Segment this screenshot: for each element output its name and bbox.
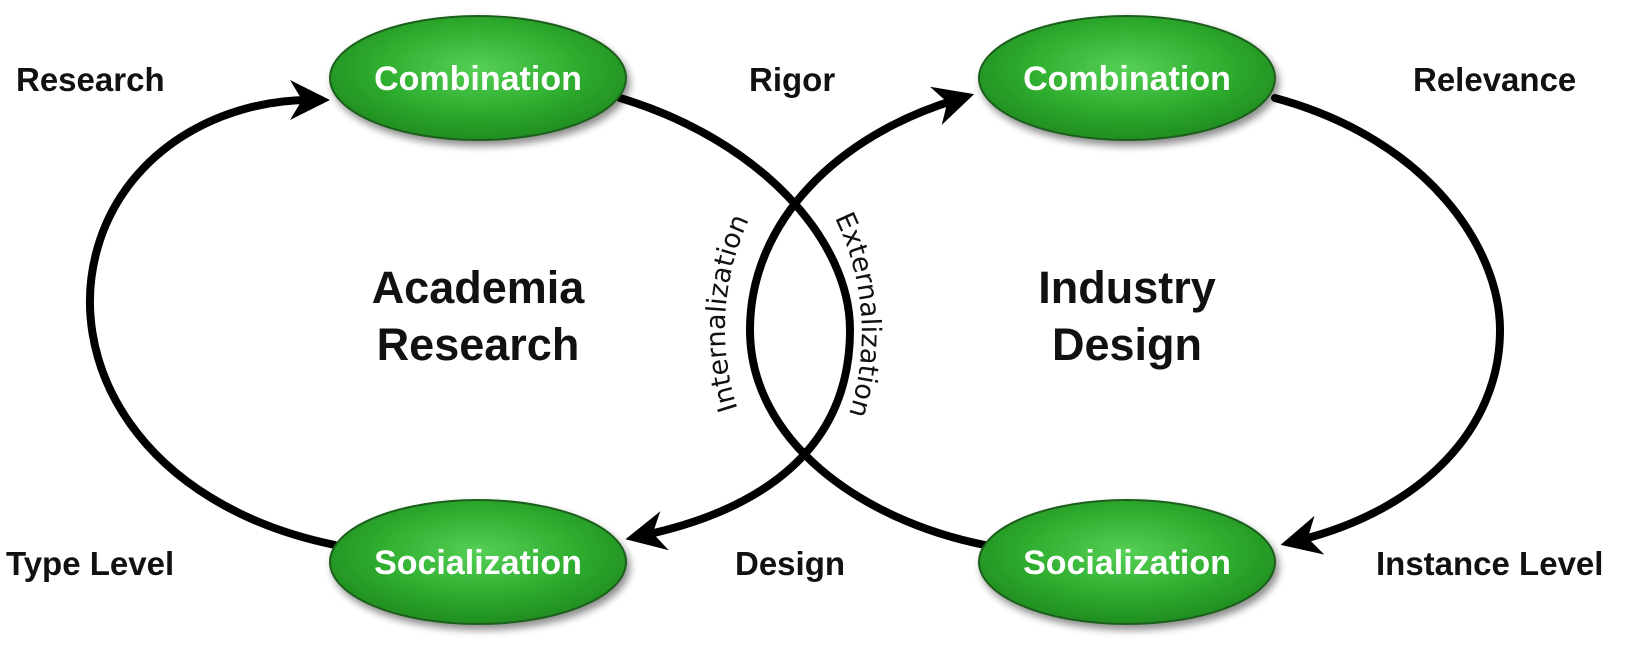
center-right-line2: Design <box>1052 319 1202 370</box>
left-loop-inner-arc <box>616 94 855 551</box>
label-relevance: Relevance <box>1413 61 1576 98</box>
right-loop-inner-arc <box>745 86 989 549</box>
externalization-text: Externalization <box>828 208 885 422</box>
label-instance-level: Instance Level <box>1376 545 1603 582</box>
label-type-level: Type Level <box>6 545 174 582</box>
center-right-line1: Industry <box>1038 262 1216 313</box>
node-left-combination-label: Combination <box>374 60 582 98</box>
node-right-socialization-label: Socialization <box>1023 544 1231 582</box>
label-rigor: Rigor <box>749 61 835 98</box>
label-research: Research <box>16 61 165 98</box>
right-loop-outer-arc <box>1271 94 1505 555</box>
node-left-socialization-label: Socialization <box>374 544 582 582</box>
center-left-line2: Research <box>377 319 580 370</box>
node-right-combination-label: Combination <box>1023 60 1231 98</box>
node-right-socialization: Socialization <box>978 499 1276 625</box>
arc-label-externalization: Externalization <box>828 208 885 422</box>
node-right-combination: Combination <box>978 15 1276 141</box>
node-left-combination: Combination <box>329 15 627 141</box>
center-left-line1: Academia <box>372 262 586 313</box>
label-design: Design <box>735 545 845 582</box>
node-left-socialization: Socialization <box>329 499 627 625</box>
left-loop-outer-arc <box>85 80 339 549</box>
